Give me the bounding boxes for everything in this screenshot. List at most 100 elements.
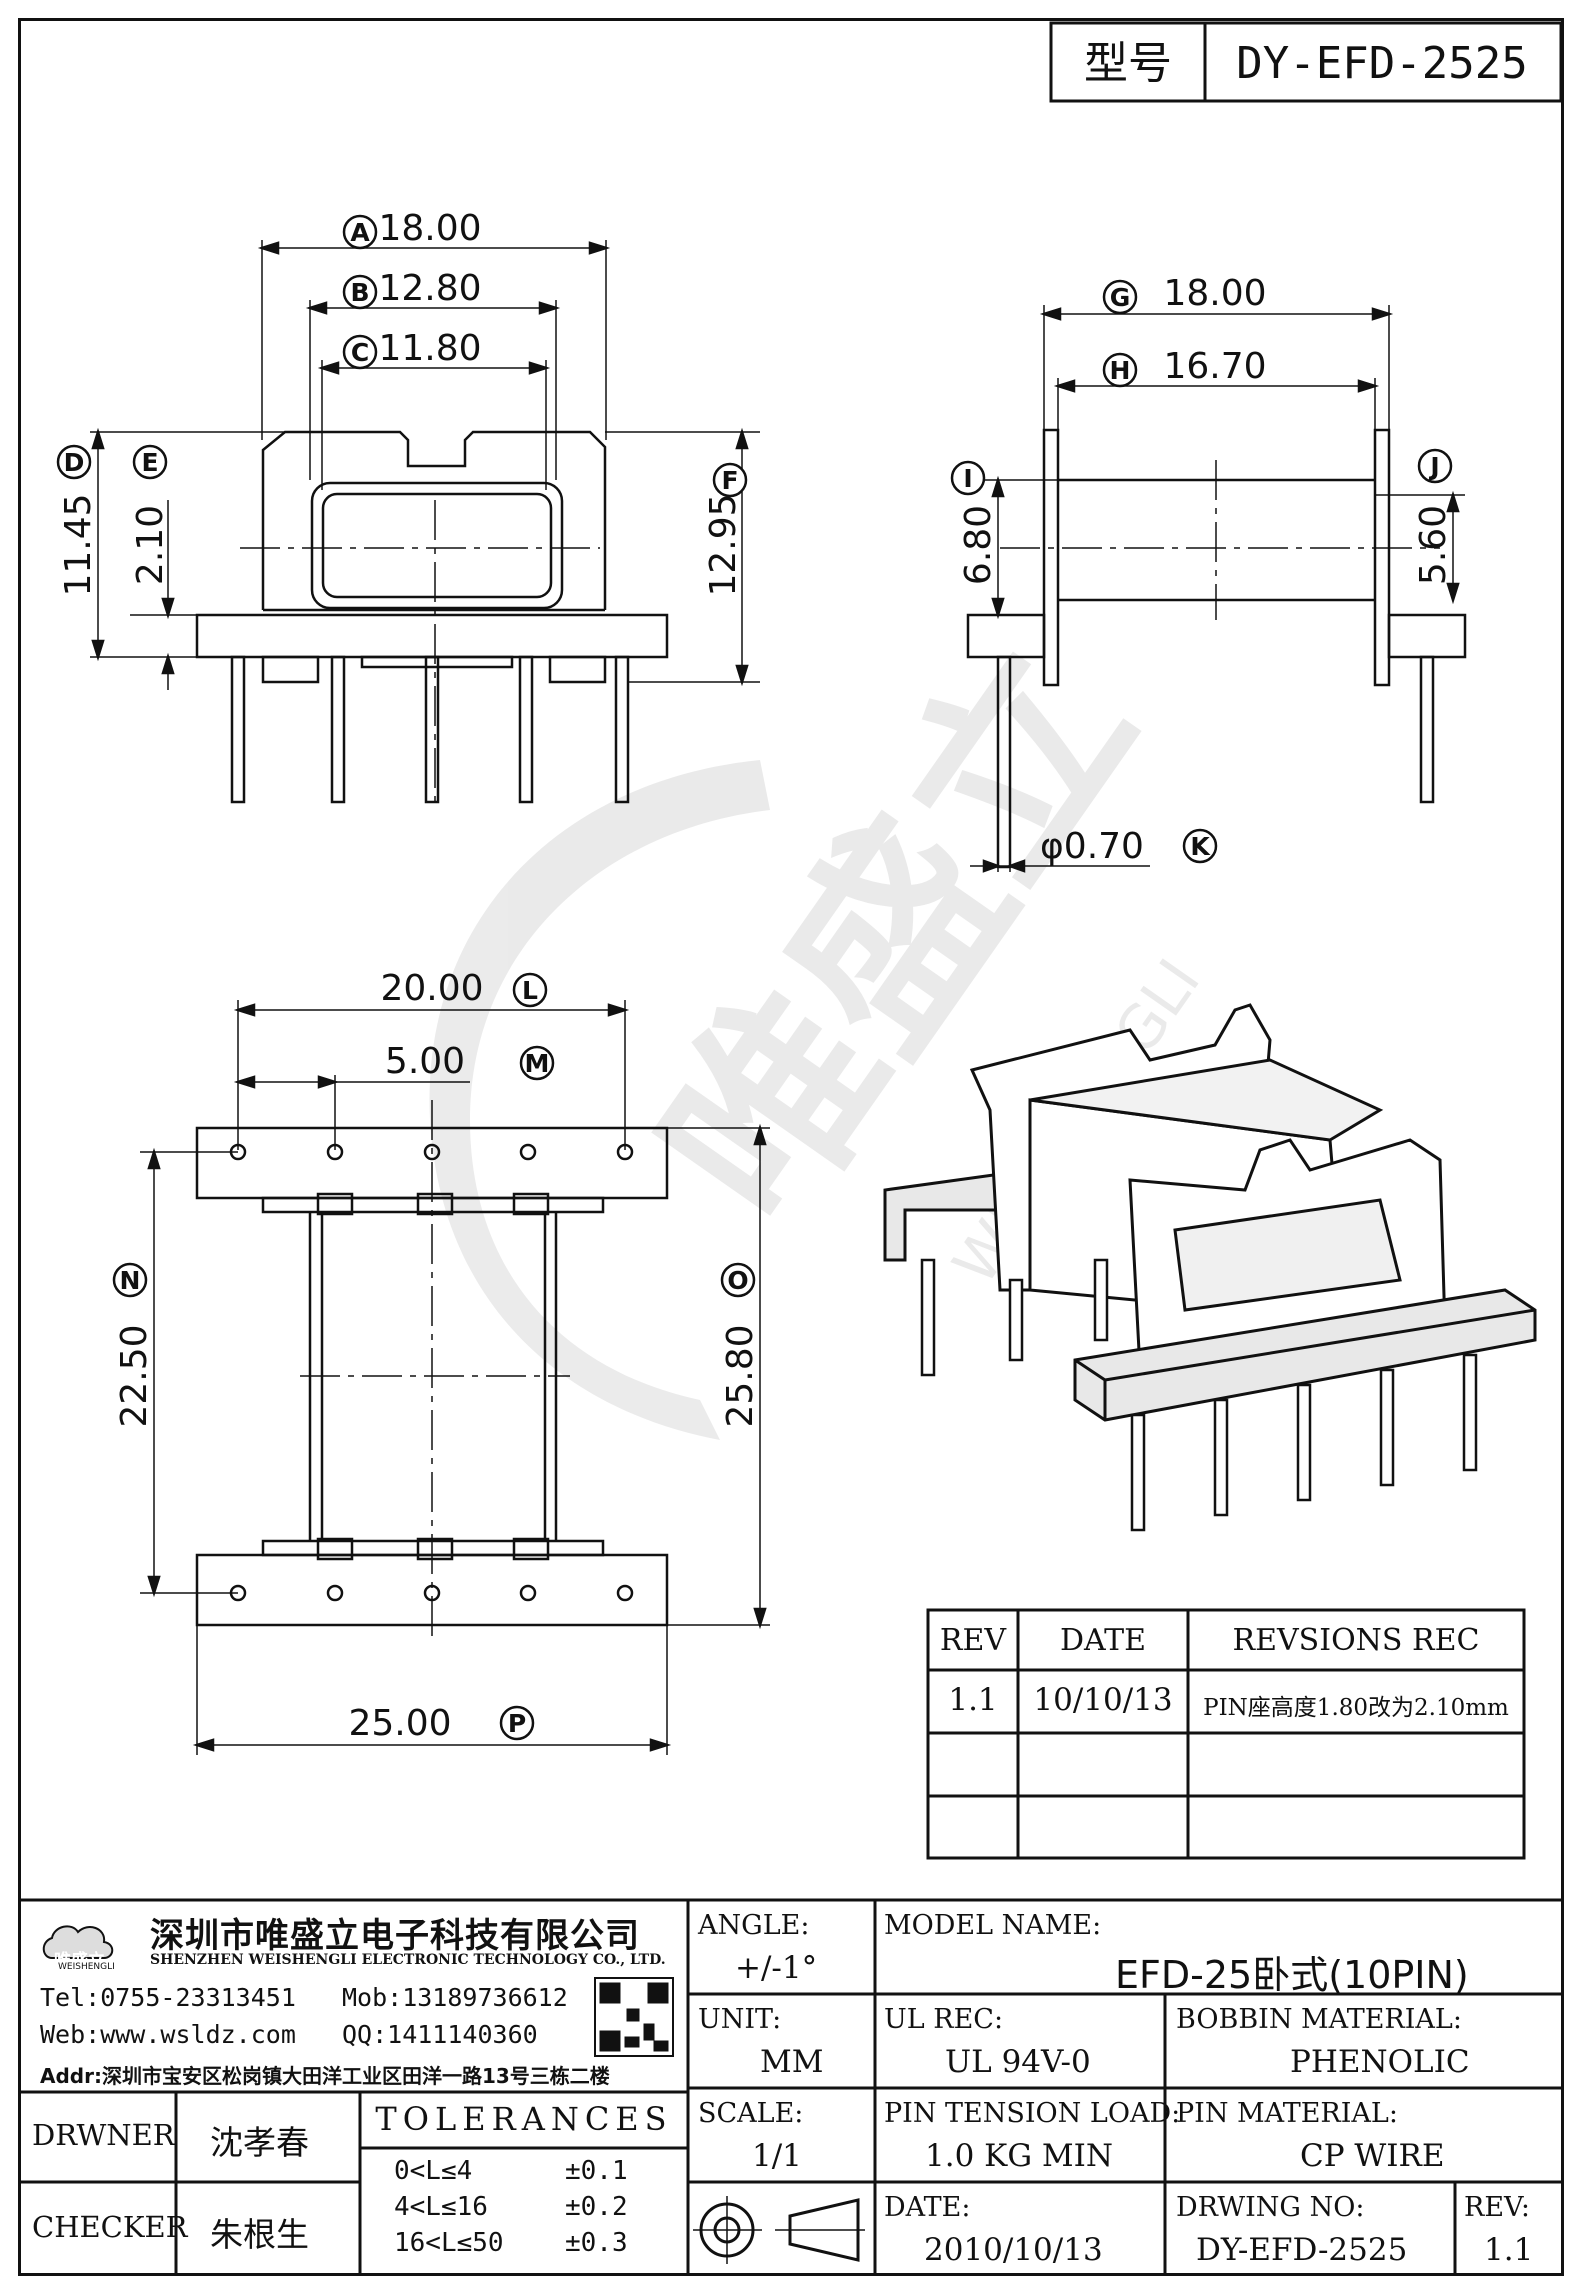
dim-l: 20.00 — [380, 968, 483, 1009]
dim-h: 16.70 — [1163, 346, 1266, 387]
marker-j: J — [1417, 448, 1453, 484]
svg-text:G: G — [1110, 283, 1131, 312]
revision-table-grid — [926, 1608, 1526, 1860]
rev-row-rev: 1.1 — [948, 1682, 998, 1718]
rev-header-rec: REVSIONS REC — [1232, 1623, 1480, 1658]
drawing-frame — [18, 18, 1564, 2276]
checker-value: 朱根生 — [210, 2215, 309, 2254]
company-name-cn: 深圳市唯盛立电子科技有限公司 — [150, 1916, 640, 1956]
dim-n: 22.50 — [114, 1324, 155, 1427]
isometric-view — [883, 1003, 1537, 1532]
iso-pins — [920, 1258, 1478, 1532]
tol-val-2: ±0.2 — [565, 2192, 628, 2222]
company-addr: Addr:深圳市宝安区松岗镇大田洋工业区田洋一路13号三栋二楼 — [40, 2064, 610, 2088]
rev-value: 1.1 — [1484, 2232, 1534, 2268]
svg-text:J: J — [1428, 452, 1439, 481]
dim-c: 11.80 — [378, 328, 481, 369]
dim-f: 12.95 — [703, 493, 744, 596]
marker-l: L — [512, 972, 548, 1008]
rev-label: REV: — [1464, 2192, 1530, 2223]
dim-e: 2.10 — [130, 505, 171, 585]
company-tel: Tel:0755-23313451 — [40, 1983, 296, 2012]
dim-a: 18.00 — [378, 208, 481, 249]
date-value: 2010/10/13 — [924, 2232, 1103, 2268]
scale-label: SCALE: — [698, 2098, 804, 2129]
svg-text:I: I — [963, 464, 972, 493]
model-label: MODEL NAME: — [884, 1910, 1102, 1941]
marker-g: G — [1102, 279, 1138, 315]
dwgno-value: DY-EFD-2525 — [1196, 2232, 1408, 2268]
rev-row-rec: PIN座高度1.80改为2.10mm — [1203, 1695, 1509, 1721]
pinmat-value: CP WIRE — [1300, 2138, 1445, 2174]
dwgno-label: DRWING NO: — [1176, 2192, 1365, 2223]
rev-header-date: DATE — [1060, 1623, 1146, 1658]
type-value: DY-EFD-2525 — [1236, 38, 1527, 89]
header-box: 型号 DY-EFD-2525 — [1049, 21, 1563, 103]
dimension-markers: A B C D E F G H I J K L M N O P — [56, 214, 1453, 1741]
marker-e: E — [132, 444, 168, 480]
drawer-label: DRWNER — [32, 2118, 175, 2152]
tol-val-3: ±0.3 — [565, 2228, 628, 2258]
unit-label: UNIT: — [698, 2004, 782, 2035]
company-name-en: SHENZHEN WEISHENGLI ELECTRONIC TECHNOLOG… — [150, 1952, 666, 1968]
svg-text:C: C — [351, 338, 369, 367]
scale-value: 1/1 — [752, 2138, 802, 2174]
dim-b: 12.80 — [378, 268, 481, 309]
unit-value: MM — [760, 2044, 824, 2080]
marker-n: N — [112, 1262, 148, 1298]
rev-row-date: 10/10/13 — [1033, 1682, 1173, 1718]
front-view — [90, 240, 760, 810]
bottom-view — [140, 1000, 770, 1755]
ulrec-label: UL REC: — [884, 2004, 1004, 2035]
tol-val-1: ±0.1 — [565, 2156, 628, 2186]
svg-text:A: A — [350, 218, 370, 247]
model-value: EFD-25卧式(10PIN) — [1115, 1953, 1469, 1997]
dim-d: 11.45 — [58, 493, 99, 596]
marker-f: F — [712, 462, 748, 498]
dim-j: 5.60 — [1413, 505, 1454, 585]
dim-k: φ0.70 — [1040, 826, 1144, 867]
company-web: Web:www.wsldz.com — [40, 2020, 296, 2049]
tol-range-1: 0<L≤4 — [394, 2156, 473, 2186]
svg-text:F: F — [721, 466, 738, 495]
dim-i: 6.80 — [958, 505, 999, 585]
dimension-labels: 18.00 12.80 11.80 11.45 2.10 12.95 18.00 16.70 6… — [58, 208, 1454, 1744]
bobbin-value: PHENOLIC — [1290, 2044, 1470, 2080]
front-pins — [230, 655, 630, 804]
date-label: DATE: — [884, 2192, 971, 2223]
type-label: 型号 — [1084, 38, 1172, 89]
svg-text:P: P — [508, 1709, 526, 1738]
company-mob: Mob:13189736612 — [342, 1983, 568, 2012]
marker-m: M — [519, 1045, 555, 1081]
side-view — [966, 305, 1467, 873]
tension-value: 1.0 KG MIN — [925, 2138, 1114, 2174]
svg-text:E: E — [141, 448, 158, 477]
svg-text:B: B — [350, 278, 369, 307]
angle-label: ANGLE: — [698, 1910, 810, 1941]
marker-i: I — [950, 460, 986, 496]
marker-c: C — [342, 334, 378, 370]
company-logo-sub: WEISHENGLI — [58, 1962, 115, 1972]
svg-text:N: N — [120, 1266, 141, 1295]
svg-text:K: K — [1190, 832, 1211, 861]
company-qq: QQ:1411140360 — [342, 2020, 538, 2049]
ulrec-value: UL 94V-0 — [945, 2044, 1091, 2080]
tension-label: PIN TENSION LOAD: — [884, 2098, 1181, 2129]
svg-text:D: D — [64, 448, 85, 477]
marker-b: B — [342, 274, 378, 310]
svg-text:L: L — [522, 976, 538, 1005]
svg-text:O: O — [727, 1266, 748, 1295]
marker-h: H — [1102, 352, 1138, 388]
drawer-value: 沈孝春 — [210, 2123, 309, 2162]
dim-g: 18.00 — [1163, 273, 1266, 314]
svg-text:H: H — [1110, 356, 1131, 385]
checker-label: CHECKER — [32, 2210, 188, 2244]
tolerances-title: TOLERANCES — [375, 2100, 673, 2138]
marker-p: P — [499, 1705, 535, 1741]
tol-range-3: 16<L≤50 — [394, 2228, 504, 2258]
dim-m: 5.00 — [385, 1041, 465, 1082]
marker-d: D — [56, 444, 92, 480]
bobbin-label: BOBBIN MATERIAL: — [1176, 2004, 1462, 2035]
tol-range-2: 4<L≤16 — [394, 2192, 488, 2222]
